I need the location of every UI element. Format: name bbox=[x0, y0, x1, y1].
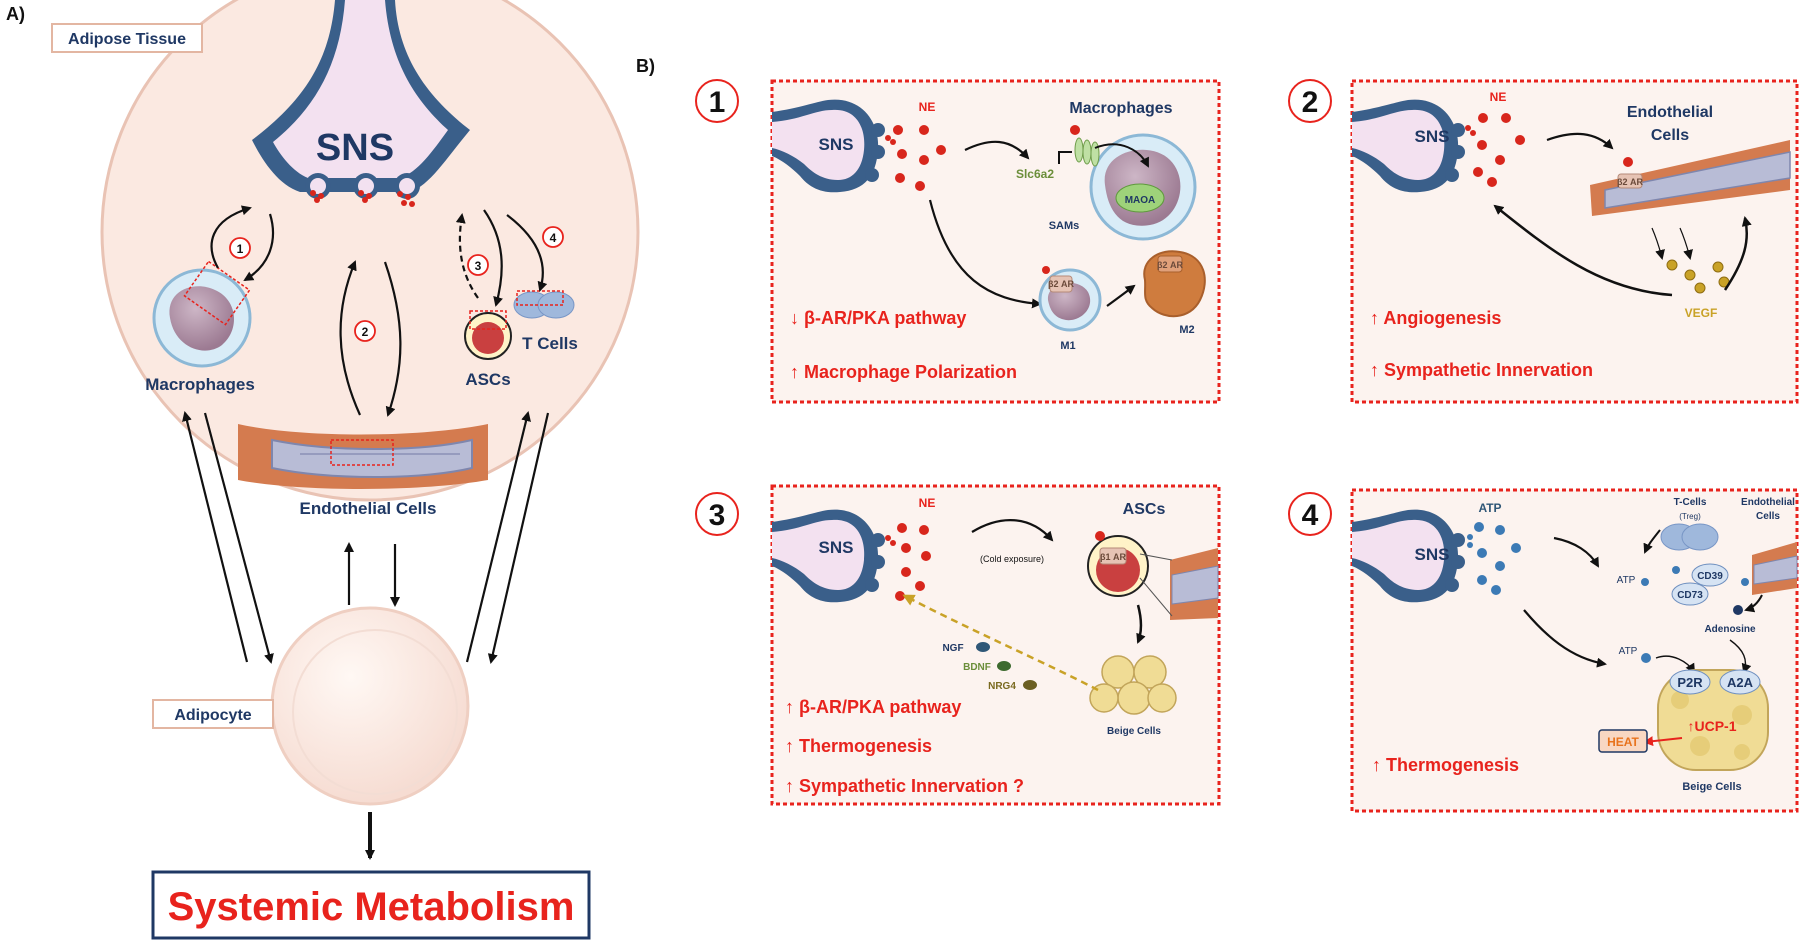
subpanel-2: 2 SNS NE Endothelial Cells β2 AR VEGF ↑ … bbox=[1288, 79, 1799, 404]
svg-text:2: 2 bbox=[1302, 86, 1319, 119]
endothelial-vessel-a bbox=[238, 424, 488, 489]
svg-text:NE: NE bbox=[919, 100, 936, 114]
svg-text:NE: NE bbox=[919, 496, 936, 510]
svg-text:↑ Sympathetic Innervation ?: ↑ Sympathetic Innervation ? bbox=[785, 776, 1024, 796]
svg-text:1: 1 bbox=[709, 86, 726, 119]
svg-text:Adipocyte: Adipocyte bbox=[174, 707, 251, 724]
step-badge-1: 1 bbox=[229, 237, 251, 259]
adipocyte-tag: Adipocyte bbox=[152, 699, 274, 729]
tcells-a bbox=[513, 290, 575, 319]
sns-terminal-large: SNS bbox=[252, 0, 470, 207]
svg-text:SAMs: SAMs bbox=[1049, 220, 1080, 232]
svg-text:SNS: SNS bbox=[1415, 127, 1450, 146]
svg-text:NE: NE bbox=[1490, 90, 1507, 104]
svg-text:β1 AR: β1 AR bbox=[1100, 552, 1126, 562]
svg-text:↑ Macrophage Polarization: ↑ Macrophage Polarization bbox=[790, 362, 1017, 382]
ascs-label-a: ASCs bbox=[465, 370, 510, 389]
svg-text:4: 4 bbox=[550, 231, 557, 245]
svg-text:ASCs: ASCs bbox=[1123, 501, 1166, 518]
svg-text:M1: M1 bbox=[1060, 340, 1075, 352]
svg-text:HEAT: HEAT bbox=[1607, 735, 1639, 749]
svg-text:SNS: SNS bbox=[819, 538, 854, 557]
svg-text:SNS: SNS bbox=[819, 135, 854, 154]
svg-text:Cells: Cells bbox=[1756, 511, 1780, 522]
svg-text:β2 AR: β2 AR bbox=[1048, 279, 1074, 289]
svg-text:CD73: CD73 bbox=[1677, 590, 1703, 601]
svg-text:VEGF: VEGF bbox=[1685, 306, 1718, 320]
step-badge-3: 3 bbox=[467, 254, 489, 276]
svg-text:Endothelial: Endothelial bbox=[1627, 104, 1713, 121]
svg-text:Slc6a2: Slc6a2 bbox=[1016, 167, 1054, 181]
endothelial-label-a: Endothelial Cells bbox=[300, 499, 437, 518]
svg-text:↓ β-AR/PKA pathway: ↓ β-AR/PKA pathway bbox=[790, 308, 966, 328]
svg-text:Systemic Metabolism: Systemic Metabolism bbox=[168, 885, 575, 929]
svg-text:Beige Cells: Beige Cells bbox=[1107, 726, 1161, 737]
svg-text:↑UCP-1: ↑UCP-1 bbox=[1687, 718, 1736, 734]
svg-text:β2 AR: β2 AR bbox=[1157, 260, 1183, 270]
svg-text:M2: M2 bbox=[1179, 324, 1194, 336]
step-badge-2: 2 bbox=[354, 320, 376, 342]
beige-cells-3 bbox=[1089, 655, 1177, 715]
panel-a-label: A) bbox=[6, 4, 25, 24]
svg-text:BDNF: BDNF bbox=[963, 662, 991, 673]
panel-a-arrows bbox=[182, 205, 550, 664]
svg-text:β2 AR: β2 AR bbox=[1617, 177, 1643, 187]
svg-text:Cells: Cells bbox=[1651, 127, 1689, 144]
step-badge-4: 4 bbox=[542, 226, 564, 248]
svg-text:Adipose Tissue: Adipose Tissue bbox=[68, 31, 186, 48]
svg-text:Endothelial: Endothelial bbox=[1741, 497, 1795, 508]
subpanel-1: 1 SNS NE Macrophages MAOA Slc6a2 SAMs β2… bbox=[695, 79, 1221, 404]
svg-text:1: 1 bbox=[237, 242, 244, 256]
svg-text:Adenosine: Adenosine bbox=[1704, 624, 1756, 635]
adipocyte-cell bbox=[270, 606, 470, 806]
macrophage-cell-a bbox=[152, 260, 252, 368]
svg-text:SNS: SNS bbox=[1415, 545, 1450, 564]
svg-text:(Treg): (Treg) bbox=[1679, 512, 1701, 521]
svg-text:MAOA: MAOA bbox=[1125, 195, 1156, 206]
adipose-tissue-circle bbox=[100, 0, 640, 502]
systemic-metabolism-box: Systemic Metabolism bbox=[151, 870, 591, 940]
asc-cell-a bbox=[464, 310, 512, 360]
subpanel-3: 3 SNS NE (Cold exposure) ASCs β1 AR Beig… bbox=[695, 484, 1221, 806]
svg-text:NGF: NGF bbox=[942, 643, 963, 654]
svg-text:CD39: CD39 bbox=[1697, 571, 1723, 582]
svg-text:P2R: P2R bbox=[1677, 675, 1703, 690]
tcells-label-a: T Cells bbox=[522, 334, 578, 353]
adipose-tissue-tag: Adipose Tissue bbox=[51, 23, 203, 53]
svg-text:NRG4: NRG4 bbox=[988, 681, 1016, 692]
svg-text:ATP: ATP bbox=[1619, 646, 1638, 657]
beige-cell-4 bbox=[1657, 669, 1769, 771]
sns-label-a: SNS bbox=[316, 127, 394, 169]
svg-text:↑ Angiogenesis: ↑ Angiogenesis bbox=[1370, 308, 1501, 328]
svg-text:4: 4 bbox=[1302, 499, 1319, 532]
svg-text:2: 2 bbox=[362, 325, 369, 339]
svg-text:3: 3 bbox=[475, 259, 482, 273]
svg-text:↑ β-AR/PKA pathway: ↑ β-AR/PKA pathway bbox=[785, 697, 961, 717]
svg-text:(Cold exposure): (Cold exposure) bbox=[980, 554, 1044, 564]
subpanel-4: 4 SNS ATP T-Cells (Treg) Endothelial Cel… bbox=[1288, 488, 1799, 813]
svg-text:↑ Thermogenesis: ↑ Thermogenesis bbox=[1372, 755, 1519, 775]
svg-text:↑ Sympathetic Innervation: ↑ Sympathetic Innervation bbox=[1370, 360, 1593, 380]
macrophages-label-a: Macrophages bbox=[145, 375, 255, 394]
svg-text:Beige Cells: Beige Cells bbox=[1682, 781, 1741, 793]
svg-text:3: 3 bbox=[709, 499, 726, 532]
svg-text:T-Cells: T-Cells bbox=[1674, 497, 1707, 508]
svg-text:A2A: A2A bbox=[1727, 675, 1754, 690]
panel-b-label: B) bbox=[636, 56, 655, 76]
svg-text:↑ Thermogenesis: ↑ Thermogenesis bbox=[785, 736, 932, 756]
svg-text:ATP: ATP bbox=[1478, 501, 1501, 515]
svg-text:Macrophages: Macrophages bbox=[1069, 100, 1172, 117]
svg-text:ATP: ATP bbox=[1617, 575, 1636, 586]
